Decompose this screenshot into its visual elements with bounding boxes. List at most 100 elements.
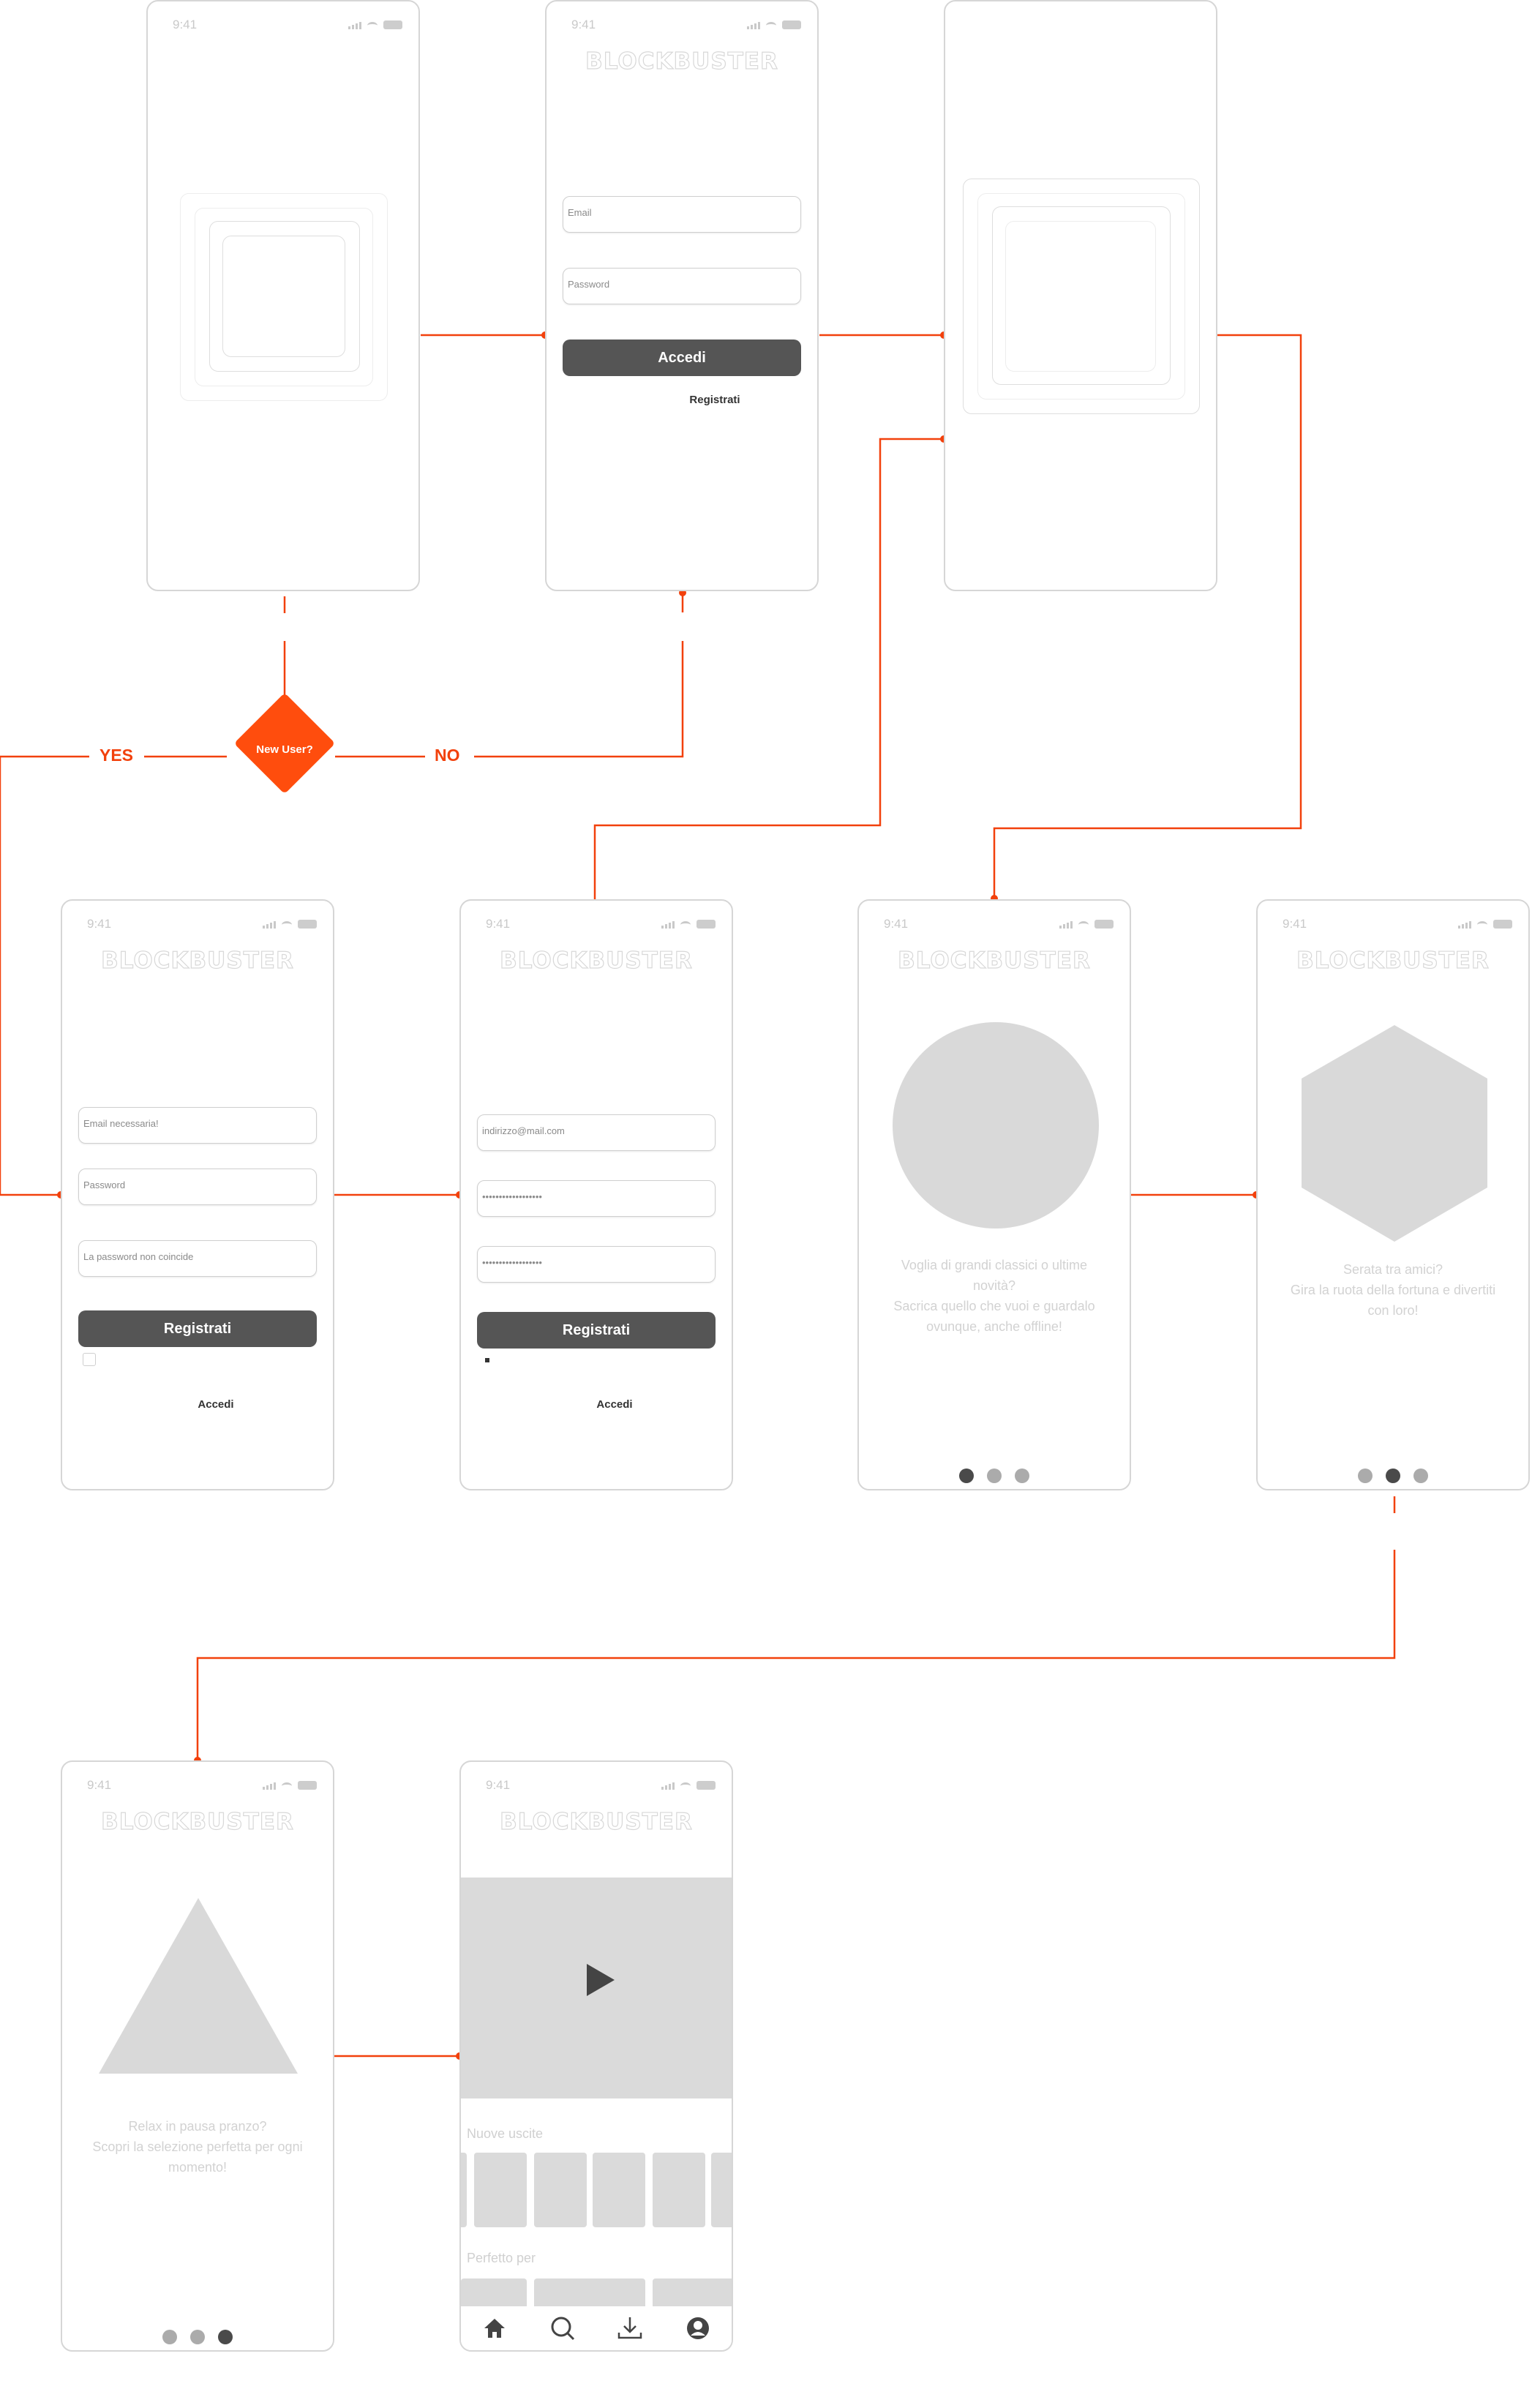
- screen-splash: 9:41: [146, 0, 420, 591]
- signal-icon: [747, 22, 760, 29]
- brand-logo: BLOCKBUSTER: [500, 1808, 693, 1835]
- page-dot[interactable]: [959, 1469, 974, 1483]
- page-indicator: [859, 1469, 1130, 1483]
- wifi-icon: [680, 1782, 691, 1790]
- brand-logo: BLOCKBUSTER: [898, 947, 1091, 974]
- status-time: 9:41: [486, 917, 511, 931]
- status-icons: [1059, 920, 1114, 929]
- terms-checkbox[interactable]: [83, 1353, 96, 1366]
- register-button[interactable]: Registrati: [477, 1312, 716, 1349]
- login-link[interactable]: Accedi: [198, 1398, 234, 1411]
- password-field[interactable]: ••••••••••••••••••: [477, 1180, 716, 1217]
- wifi-icon: [1078, 921, 1089, 929]
- status-time: 9:41: [173, 18, 198, 31]
- brand-logo: BLOCKBUSTER: [101, 1808, 294, 1835]
- status-icons: [747, 20, 801, 29]
- page-dot[interactable]: [987, 1469, 1002, 1483]
- confirm-password-field[interactable]: La password non coincide: [78, 1240, 317, 1277]
- play-icon[interactable]: [587, 1964, 615, 1996]
- screen-loading: [944, 0, 1217, 591]
- email-field[interactable]: indirizzo@mail.com: [477, 1114, 716, 1151]
- signal-icon: [1458, 921, 1471, 929]
- battery-icon: [383, 20, 402, 29]
- screen-login: 9:41 BLOCKBUSTER Email Password Accedi R…: [545, 0, 819, 591]
- page-dot[interactable]: [1358, 1469, 1373, 1483]
- brand-logo: BLOCKBUSTER: [101, 947, 294, 974]
- movie-tile[interactable]: [653, 2153, 705, 2227]
- status-icons: [1458, 920, 1512, 929]
- status-time: 9:41: [486, 1778, 511, 1792]
- status-time: 9:41: [87, 917, 112, 931]
- status-time: 9:41: [87, 1778, 112, 1792]
- circle-illustration: [893, 1022, 1099, 1229]
- battery-icon: [298, 1781, 317, 1790]
- yes-label: YES: [95, 746, 138, 765]
- page-dot[interactable]: [1413, 1469, 1428, 1483]
- wifi-icon: [766, 22, 776, 29]
- battery-icon: [1094, 920, 1114, 929]
- screen-register-filled: 9:41 BLOCKBUSTER indirizzo@mail.com ••••…: [459, 899, 733, 1490]
- screen-onboarding-2: 9:41 BLOCKBUSTER Serata tra amici? Gira …: [1256, 899, 1530, 1490]
- email-field[interactable]: Email necessaria!: [78, 1107, 317, 1144]
- page-dot[interactable]: [1386, 1469, 1400, 1483]
- screen-onboarding-1: 9:41 BLOCKBUSTER Voglia di grandi classi…: [857, 899, 1131, 1490]
- page-dot[interactable]: [162, 2330, 177, 2344]
- movie-tile[interactable]: [474, 2153, 527, 2227]
- connector-yes-left: [0, 755, 89, 1196]
- wifi-icon: [282, 921, 292, 929]
- status-icons: [348, 20, 402, 29]
- signal-icon: [263, 921, 276, 929]
- status-icons: [661, 1781, 716, 1790]
- profile-icon[interactable]: [683, 2314, 713, 2343]
- onboarding-caption: Serata tra amici? Gira la ruota della fo…: [1290, 1262, 1496, 1318]
- screen-register-error: 9:41 BLOCKBUSTER Email necessaria! Passw…: [61, 899, 334, 1490]
- download-icon[interactable]: [615, 2314, 645, 2343]
- signal-icon: [263, 1782, 276, 1790]
- section-title-new: Nuove uscite: [467, 2126, 544, 2141]
- status-icons: [661, 920, 716, 929]
- tab-bar: [461, 2306, 732, 2350]
- logo-frame-inner: [209, 221, 360, 372]
- movie-tile[interactable]: [534, 2153, 587, 2227]
- battery-icon: [782, 20, 801, 29]
- wifi-icon: [1477, 921, 1487, 929]
- loader-placeholder: [1005, 221, 1156, 372]
- brand-logo: BLOCKBUSTER: [500, 947, 693, 974]
- password-field[interactable]: Password: [563, 268, 801, 304]
- logo-frame-mid: [195, 208, 373, 386]
- page-indicator: [62, 2330, 333, 2344]
- signal-icon: [1059, 921, 1073, 929]
- page-dot[interactable]: [190, 2330, 205, 2344]
- wifi-icon: [282, 1782, 292, 1790]
- status-time: 9:41: [884, 917, 909, 931]
- page-indicator: [1258, 1469, 1528, 1483]
- triangle-illustration: [99, 1898, 298, 2074]
- loader-frame-outer: [963, 179, 1200, 414]
- brand-logo: BLOCKBUSTER: [1296, 947, 1490, 974]
- battery-icon: [696, 920, 716, 929]
- page-dot[interactable]: [1015, 1469, 1029, 1483]
- login-link[interactable]: Accedi: [596, 1398, 633, 1411]
- terms-checkbox[interactable]: [481, 1354, 495, 1368]
- connector-reg-filled-to-loading: [593, 438, 944, 901]
- login-button[interactable]: Accedi: [563, 340, 801, 376]
- status-time: 9:41: [1283, 917, 1307, 931]
- featured-video[interactable]: [461, 1878, 732, 2098]
- page-dot[interactable]: [218, 2330, 233, 2344]
- confirm-password-field[interactable]: ••••••••••••••••••: [477, 1246, 716, 1283]
- signal-icon: [661, 1782, 675, 1790]
- register-button[interactable]: Registrati: [78, 1310, 317, 1347]
- register-link[interactable]: Registrati: [689, 394, 740, 406]
- movie-tile[interactable]: [593, 2153, 645, 2227]
- onboarding-caption: Relax in pausa pranzo? Scopri la selezio…: [92, 2119, 303, 2175]
- battery-icon: [696, 1781, 716, 1790]
- battery-icon: [298, 920, 317, 929]
- password-field[interactable]: Password: [78, 1169, 317, 1205]
- search-icon[interactable]: [548, 2314, 577, 2343]
- home-icon[interactable]: [480, 2314, 509, 2343]
- brand-logo: BLOCKBUSTER: [585, 48, 778, 75]
- movie-tile[interactable]: [711, 2153, 732, 2227]
- logo-frame-outer: [180, 193, 388, 401]
- email-field[interactable]: Email: [563, 196, 801, 233]
- movie-tile[interactable]: [461, 2153, 467, 2227]
